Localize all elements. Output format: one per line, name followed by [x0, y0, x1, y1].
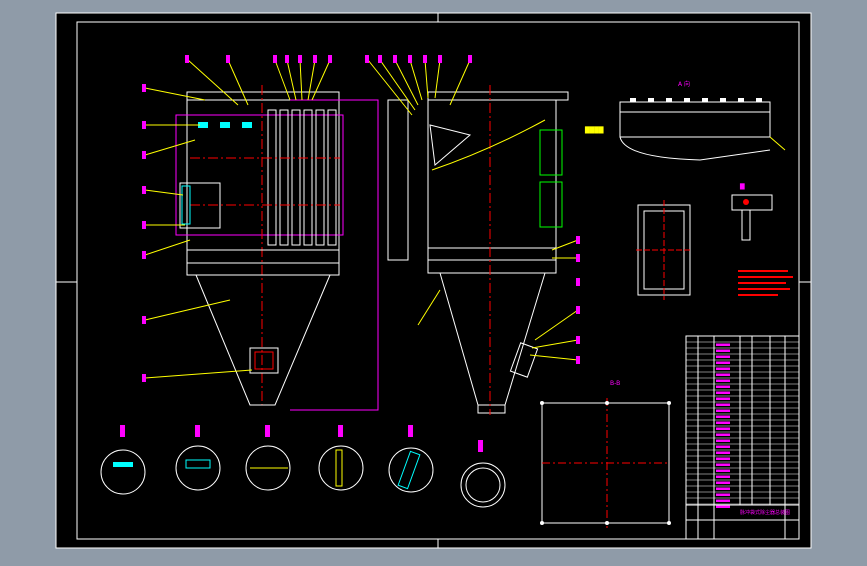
- bag-top-marks: [198, 122, 252, 128]
- parts-list-cell-mark: [716, 493, 730, 496]
- detail-circle-4: [318, 445, 364, 491]
- detail-view-labels: [120, 425, 483, 452]
- parts-list-cell-mark: [716, 343, 730, 346]
- side-view-balloons: [365, 55, 580, 364]
- parts-list-cell-mark: [716, 379, 730, 382]
- title-block-drawing-name: 脉冲袋式除尘器总装图: [740, 509, 790, 516]
- parts-list-cell-mark: [716, 439, 730, 442]
- parts-list-cell-mark: [716, 391, 730, 394]
- title-block: 脉冲袋式除尘器总装图: [686, 504, 799, 521]
- parts-list-cell-mark: [716, 445, 730, 448]
- parts-list-cell-mark: [716, 481, 730, 484]
- nozzle-detail-view: ▇: [731, 183, 773, 241]
- parts-list-cell-mark: [716, 457, 730, 460]
- filter-bags: [267, 109, 337, 246]
- top-view-title: A 向: [678, 80, 690, 88]
- parts-list-cell-mark: [716, 487, 730, 490]
- parts-list-cell-mark: [716, 349, 730, 352]
- detail-circle-6: [460, 462, 506, 508]
- parts-list-cell-mark: [716, 385, 730, 388]
- top-view-leader: [769, 136, 786, 151]
- sheet-outer-frame: [55, 12, 812, 549]
- parts-list-cell-mark: [716, 475, 730, 478]
- inlet-flange: [181, 185, 191, 225]
- detail-4-part: [335, 449, 343, 487]
- parts-list-cell-mark: [716, 469, 730, 472]
- parts-list-cell-mark: [716, 403, 730, 406]
- top-view-note: ████: [584, 126, 604, 134]
- parts-list-rows: [686, 341, 799, 508]
- detail-6-inner: [465, 467, 501, 503]
- parts-list-cell-mark: [716, 463, 730, 466]
- parts-list-cell-mark: [716, 373, 730, 376]
- side-view-ladder: [387, 99, 409, 261]
- main-view-magenta-outline: [175, 114, 344, 236]
- parts-list-cell-mark: [716, 415, 730, 418]
- main-view: [142, 55, 379, 411]
- side-view-valve: [509, 342, 539, 378]
- nozzle-label: ▇: [739, 183, 745, 190]
- parts-list-cell-mark: [716, 355, 730, 358]
- nozzle-center: [743, 199, 749, 205]
- parts-list-cell-mark: [716, 397, 730, 400]
- top-view-manifold: [619, 136, 771, 161]
- side-view-outlet: [477, 404, 506, 414]
- top-view-body: [619, 101, 771, 138]
- main-view-hopper: [195, 274, 331, 406]
- detail-circle-3: [245, 445, 291, 491]
- side-view-door-upper: [539, 129, 563, 176]
- side-view-inlet-duct: [429, 124, 472, 166]
- panel-detail-view: [636, 200, 692, 300]
- detail-5-part: [397, 450, 421, 490]
- parts-list-cell-mark: [716, 499, 730, 502]
- circle-details: [100, 425, 506, 508]
- parts-list-cell-mark: [716, 427, 730, 430]
- parts-list-cell-mark: [716, 451, 730, 454]
- main-view-balloons: [142, 55, 332, 382]
- parts-list-cell-mark: [716, 361, 730, 364]
- side-view: [365, 55, 580, 415]
- main-view-leaders: [144, 59, 331, 379]
- top-view-nozzles: [630, 98, 762, 102]
- detail-2-part: [185, 459, 211, 469]
- main-view-platform-outline: [290, 99, 379, 411]
- nozzle-head: [731, 194, 773, 211]
- main-view-inlet: [179, 182, 221, 229]
- detail-circle-1: [100, 449, 146, 495]
- parts-list-cell-mark: [716, 433, 730, 436]
- parts-list-cell-mark: [716, 505, 730, 508]
- section-corner-marks: [540, 401, 671, 525]
- hopper-door-inner: [254, 351, 274, 370]
- top-view: ████ A 向: [584, 80, 786, 161]
- detail-1-part: [113, 462, 133, 467]
- section-view: B-B: [540, 380, 671, 528]
- detail-circle-2: [175, 445, 221, 491]
- technical-notes: [738, 270, 793, 296]
- main-view-hopper-door: [249, 347, 279, 374]
- parts-list-cell-mark: [716, 367, 730, 370]
- side-view-leaders: [367, 59, 579, 361]
- parts-list-cell-mark: [716, 421, 730, 424]
- parts-list-cell-mark: [716, 409, 730, 412]
- side-view-door-lower: [539, 181, 563, 228]
- side-view-diagonal: [431, 119, 546, 171]
- nozzle-stem: [741, 209, 751, 241]
- detail-circle-5: [388, 447, 434, 493]
- section-title: B-B: [610, 380, 620, 387]
